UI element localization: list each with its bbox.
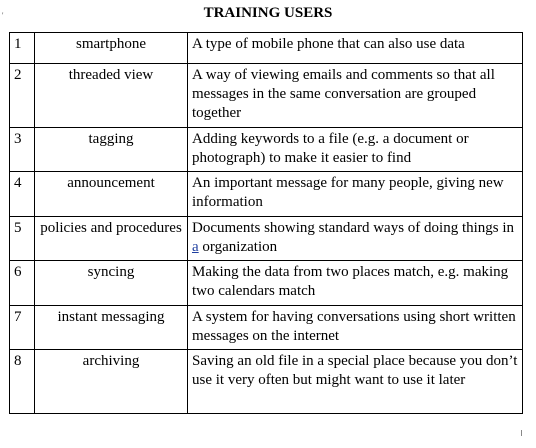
term-cell: smartphone [34,32,188,64]
definition-text: organization [198,239,278,255]
underlined-word: a [192,239,199,255]
definition-cell: A way of viewing emails and comments so … [187,63,523,128]
row-number: 5 [9,216,35,261]
term-cell: threaded view [34,63,188,128]
table-row: 3 tagging Adding keywords to a file (e.g… [9,127,523,172]
definition-cell: Adding keywords to a file (e.g. a docume… [187,127,523,172]
row-number: 2 [9,63,35,128]
table-row: 4 announcement An important message for … [9,171,523,217]
term-cell: policies and procedures [34,216,188,261]
table-row: 8 archiving Saving an old file in a spec… [9,349,523,414]
definition-cell: A system for having conversations using … [187,305,523,350]
row-number: 4 [9,171,35,217]
page-corner-mark [521,430,522,436]
definition-cell: An important message for many people, gi… [187,171,523,217]
definition-cell: Saving an old file in a special place be… [187,349,523,414]
term-cell: archiving [34,349,188,414]
definition-text: Documents showing standard ways of doing… [192,220,515,236]
row-number: 7 [9,305,35,350]
row-number: 1 [9,32,35,64]
definition-cell: Making the data from two places match, e… [187,260,523,306]
term-cell: tagging [34,127,188,172]
row-number: 3 [9,127,35,172]
row-number: 6 [9,260,35,306]
term-cell: announcement [34,171,188,217]
document-title: TRAINING USERS [203,5,333,21]
table-row: 5 policies and procedures Documents show… [9,216,523,261]
margin-mark: ' [2,11,4,20]
definition-cell: Documents showing standard ways of doing… [187,216,523,261]
table-row: 7 instant messaging A system for having … [9,305,523,350]
definition-cell: A type of mobile phone that can also use… [187,32,523,64]
term-cell: syncing [34,260,188,306]
row-number: 8 [9,349,35,414]
table-row: 2 threaded view A way of viewing emails … [9,63,523,128]
table-row: 1 smartphone A type of mobile phone that… [9,32,523,64]
table-row: 6 syncing Making the data from two place… [9,260,523,306]
term-cell: instant messaging [34,305,188,350]
glossary-table: 1 smartphone A type of mobile phone that… [9,32,523,414]
